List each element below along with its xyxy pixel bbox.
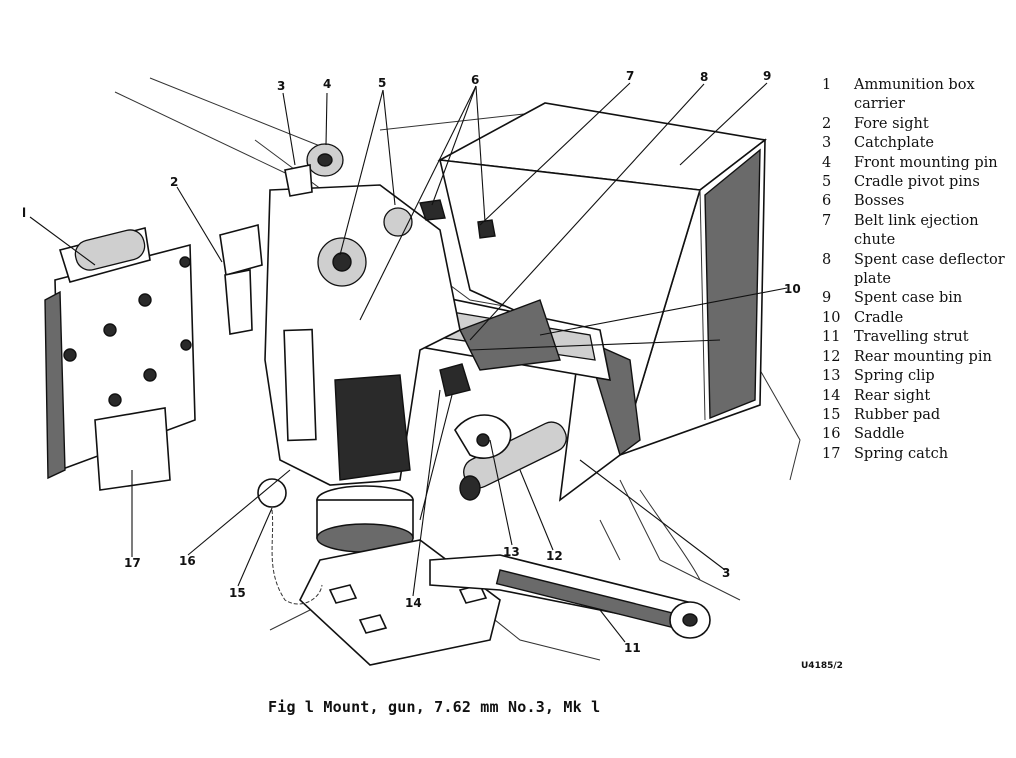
legend-number: 12 <box>822 348 841 365</box>
legend-text: Spring clip <box>854 368 935 385</box>
legend-item: 15 Rubber pad <box>822 406 1012 425</box>
saddle <box>264 184 461 486</box>
legend-number: 13 <box>822 368 841 385</box>
legend-text: Rear mounting pin <box>854 348 992 365</box>
legend-number: 7 <box>822 212 832 229</box>
legend-item: 8 Spent case deflector plate <box>822 251 1012 290</box>
callout-10: 10 <box>784 282 801 296</box>
legend-item: 2 Fore sight <box>822 115 1012 134</box>
rear-sight <box>419 363 471 521</box>
legend-number: 17 <box>822 445 841 462</box>
legend-text: Rubber pad <box>854 406 941 423</box>
legend-text: Catchplate <box>854 135 934 152</box>
legend-text: Belt link ejection chute <box>854 212 979 249</box>
legend-text: Saddle <box>854 426 905 443</box>
callout-7: 7 <box>626 69 634 83</box>
callout-12: 12 <box>546 549 563 563</box>
legend-item: 1 Ammunition box carrier <box>822 76 1012 115</box>
legend-item: 6 Bosses <box>822 192 1012 211</box>
legend-number: 6 <box>822 193 832 210</box>
callout-2: 2 <box>170 175 178 189</box>
legend-number: 3 <box>822 135 832 152</box>
legend-number: 15 <box>822 406 841 423</box>
legend-item: 17 Spring catch <box>822 445 1012 464</box>
callout-17: 17 <box>124 556 141 570</box>
callout-5: 5 <box>378 76 386 90</box>
legend-number: 4 <box>822 154 832 171</box>
legend-number: 2 <box>822 115 832 132</box>
legend-text: Spent case bin <box>854 290 963 307</box>
travelling-strut <box>429 554 711 639</box>
legend-item: 11 Travelling strut <box>822 328 1012 347</box>
callout-1: l <box>22 206 26 220</box>
callout-14: 14 <box>405 596 422 610</box>
callout-11: 11 <box>624 641 641 655</box>
legend-text: Cradle pivot pins <box>854 174 980 191</box>
legend-text: Bosses <box>854 193 905 210</box>
legend-number: 11 <box>822 329 841 346</box>
legend-text: Spring catch <box>854 445 949 462</box>
legend-number: 8 <box>822 251 832 268</box>
reference-code: U4185/2 <box>801 661 843 671</box>
legend-item: 5 Cradle pivot pins <box>822 173 1012 192</box>
figure-caption: Fig l Mount, gun, 7.62 mm No.3, Mk l <box>268 698 601 716</box>
callout-16: 16 <box>179 554 196 568</box>
callout-numbers: l 2 3 4 5 6 7 8 9 10 11 12 13 14 15 16 1… <box>22 69 843 671</box>
legend-number: 10 <box>822 309 841 326</box>
callout-13: 13 <box>503 545 520 559</box>
legend-item: 16 Saddle <box>822 425 1012 444</box>
legend-item: 14 Rear sight <box>822 387 1012 406</box>
ammunition-box-carrier <box>44 227 196 491</box>
legend-text: Front mounting pin <box>854 154 998 171</box>
callout-4: 4 <box>323 77 331 91</box>
legend-item: 9 Spent case bin <box>822 289 1012 308</box>
legend-text: Travelling strut <box>854 329 969 346</box>
legend-item: 7 Belt link ejection chute <box>822 212 1012 251</box>
legend-item: 4 Front mounting pin <box>822 154 1012 173</box>
leader-lines <box>29 82 788 643</box>
front-mounting-pin <box>284 143 344 197</box>
legend-number: 1 <box>822 77 832 93</box>
legend-text: Fore sight <box>854 115 929 132</box>
callout-8: 8 <box>700 70 708 84</box>
callout-9: 9 <box>763 69 771 83</box>
callout-3: 3 <box>277 79 285 93</box>
legend-number: 16 <box>822 426 841 443</box>
legend-text: Rear sight <box>854 387 931 404</box>
legend-text: Spent case deflector plate <box>854 251 1005 288</box>
legend-item: 12 Rear mounting pin <box>822 348 1012 367</box>
parts-legend: 1 Ammunition box carrier 2 Fore sight 3 Catch… <box>822 76 1012 464</box>
legend-text: Ammunition box carrier <box>854 77 975 113</box>
spring-clip <box>454 414 512 459</box>
callout-15: 15 <box>229 586 246 600</box>
legend-number: 5 <box>822 174 832 191</box>
legend-item: 10 Cradle <box>822 309 1012 328</box>
rubber-pad <box>257 478 323 605</box>
legend-item: 13 Spring clip <box>822 367 1012 386</box>
fore-sight <box>219 223 263 335</box>
legend-text: Cradle <box>854 309 904 326</box>
legend-number: 14 <box>822 387 841 404</box>
callout-3b: 3 <box>722 566 730 580</box>
callout-6: 6 <box>471 73 479 87</box>
legend-number: 9 <box>822 290 832 307</box>
rear-mounting-pin <box>459 421 567 501</box>
legend-item: 3 Catchplate <box>822 134 1012 153</box>
